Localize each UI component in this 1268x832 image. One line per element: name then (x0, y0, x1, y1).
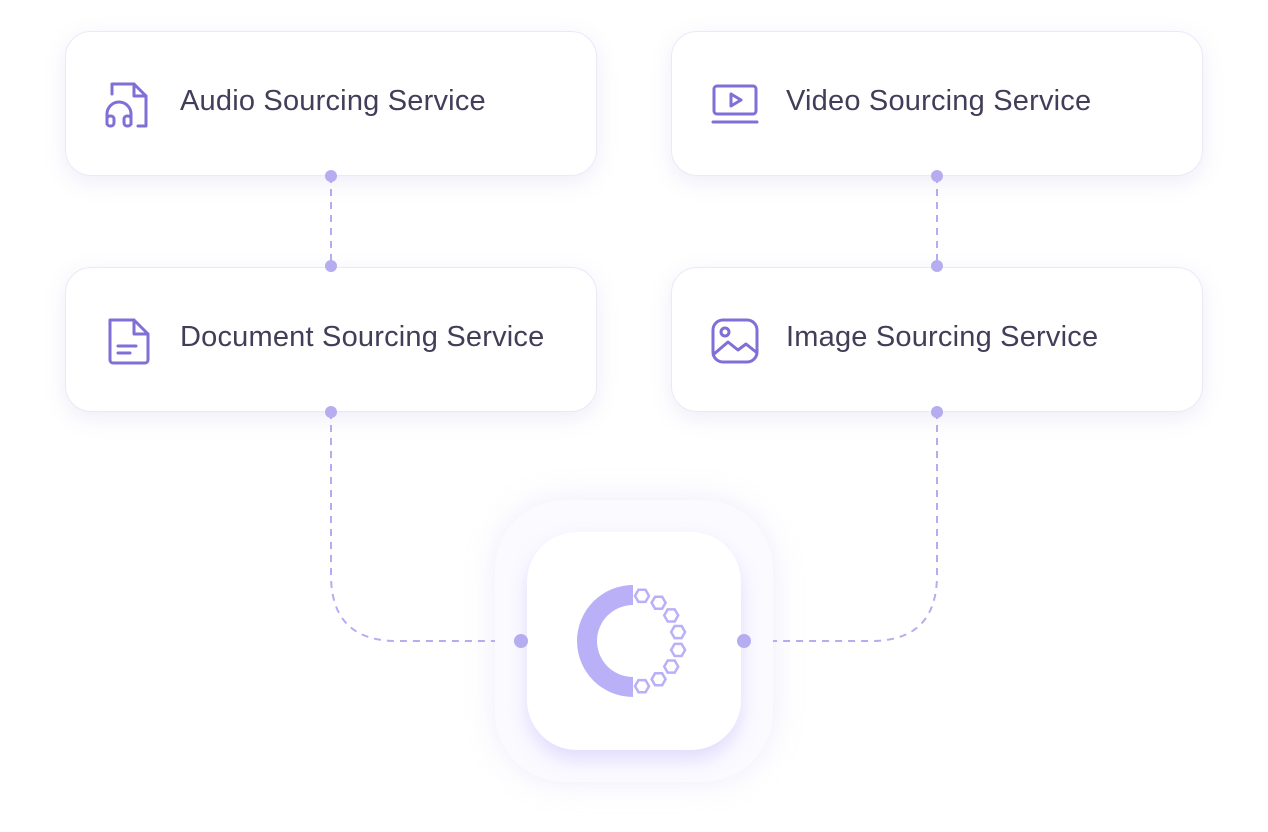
image-icon (711, 318, 759, 364)
service-label: Image Sourcing Service (786, 321, 1099, 353)
service-label: Audio Sourcing Service (180, 85, 486, 117)
service-label: Document Sourcing Service (180, 321, 545, 353)
hex-cell (650, 671, 668, 687)
hex-cell (633, 678, 651, 694)
hub-node[interactable] (527, 532, 741, 750)
hex-cell (650, 595, 668, 611)
hub-logo-icon (577, 585, 687, 697)
audio-file-icon (105, 82, 148, 128)
document-icon (108, 318, 150, 365)
hex-cell (662, 608, 680, 623)
image-sourcing-card[interactable]: Image Sourcing Service (671, 267, 1203, 412)
video-player-icon (711, 84, 759, 124)
video-sourcing-card[interactable]: Video Sourcing Service (671, 31, 1203, 176)
hex-cell (633, 588, 651, 604)
document-sourcing-card[interactable]: Document Sourcing Service (65, 267, 597, 412)
hex-cell (662, 659, 680, 674)
service-label: Video Sourcing Service (786, 85, 1092, 117)
audio-sourcing-card[interactable]: Audio Sourcing Service (65, 31, 597, 176)
connector-image-hub (744, 412, 938, 642)
connector-document-hub (330, 412, 521, 642)
hex-cell (669, 642, 687, 658)
hex-cell (669, 624, 687, 640)
